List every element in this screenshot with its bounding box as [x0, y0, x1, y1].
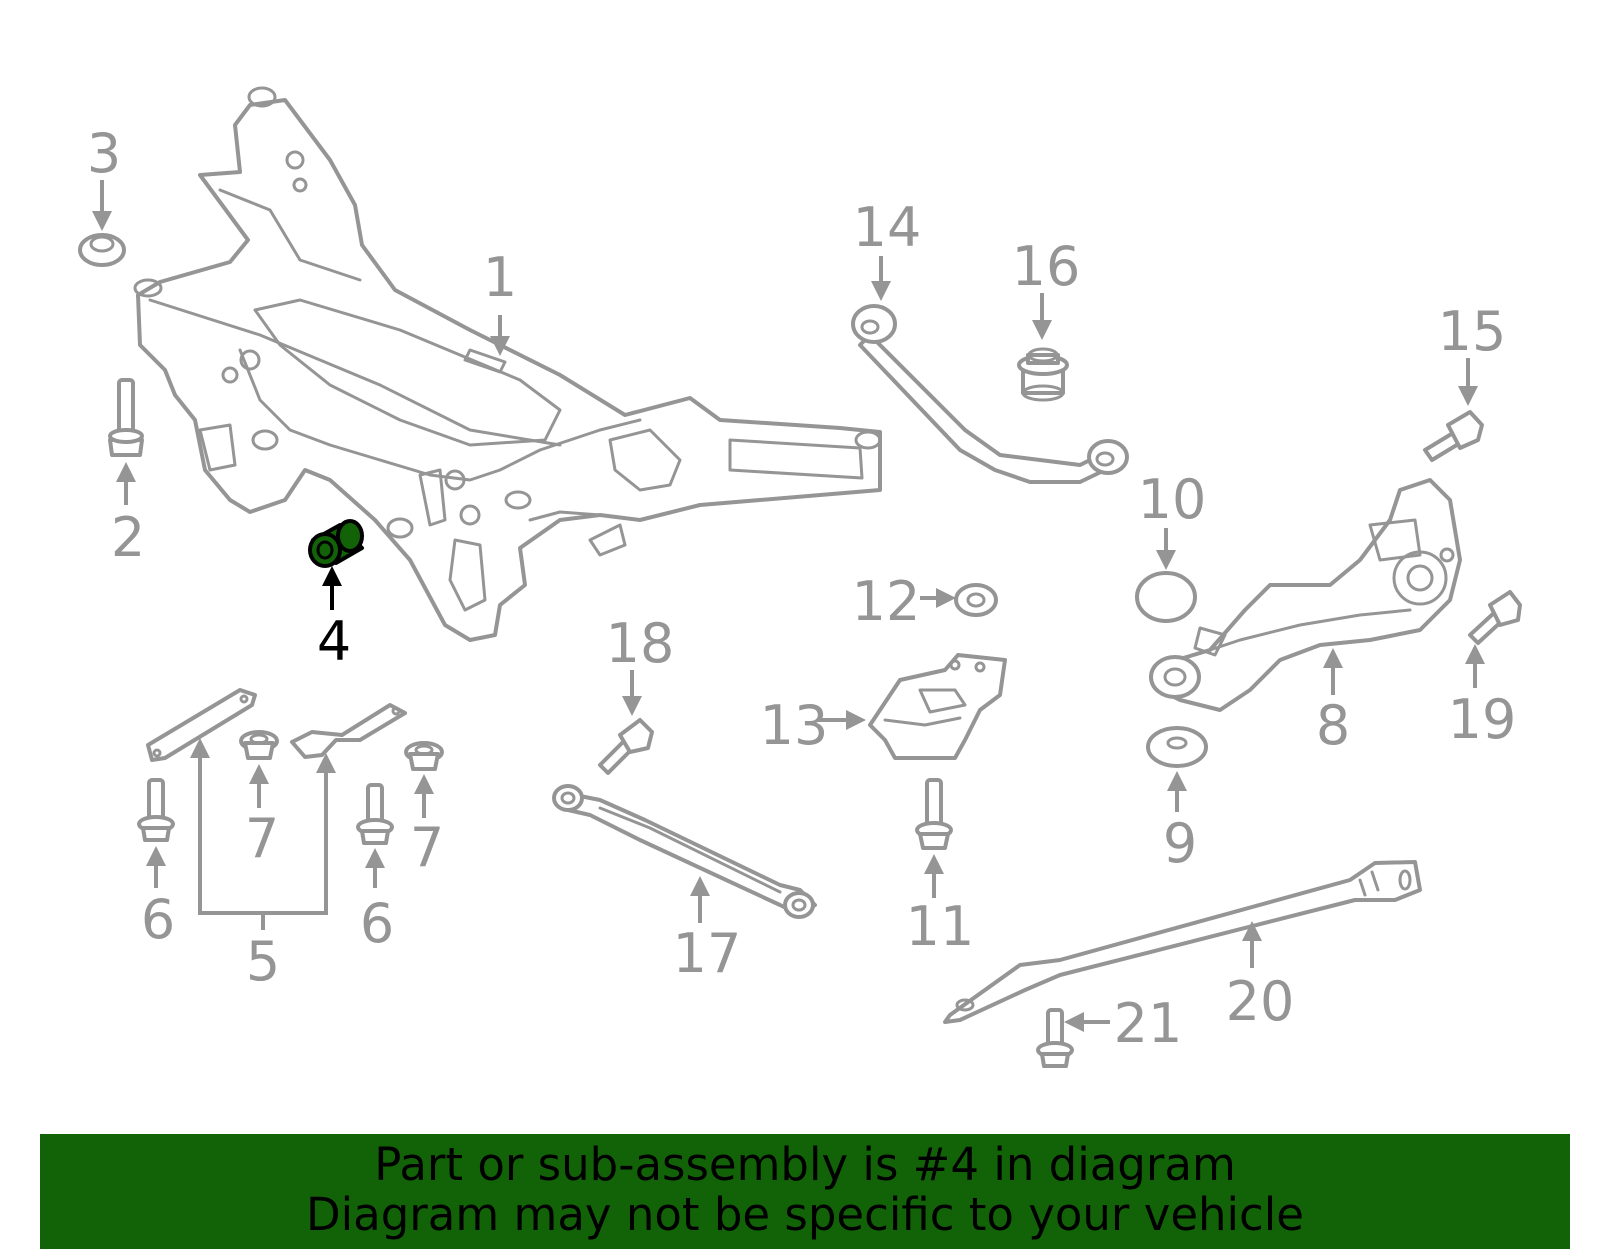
- part-5-bracket-right: [290, 703, 407, 759]
- callout-16: 16: [1012, 235, 1081, 298]
- callout-21: 21: [1114, 992, 1183, 1055]
- callout-12: 12: [852, 570, 921, 633]
- callout-19: 19: [1448, 688, 1517, 751]
- callout-2: 2: [111, 506, 145, 569]
- banner-line-2: Diagram may not be specific to your vehi…: [306, 1188, 1304, 1241]
- part-6-bolt-right: [356, 783, 394, 845]
- banner-line-1: Part or sub-assembly is #4 in diagram: [374, 1138, 1236, 1191]
- part-14-upper-arm: [851, 304, 1129, 484]
- part-1-subframe: [133, 86, 882, 642]
- callout-17: 17: [673, 922, 742, 985]
- callout-20: 20: [1226, 970, 1295, 1033]
- leader-lines: [92, 180, 1485, 1032]
- part-17-lower-link: [552, 784, 817, 919]
- part-10-plug: [1135, 571, 1197, 623]
- part-15-bolt: [1423, 410, 1484, 462]
- callout-18: 18: [606, 612, 675, 675]
- callout-9: 9: [1163, 812, 1197, 875]
- part-7-nut-left: [239, 730, 279, 760]
- callout-14: 14: [853, 196, 922, 259]
- part-12-washer: [954, 583, 998, 617]
- callout-10: 10: [1138, 468, 1207, 531]
- part-7-nut-right: [404, 741, 444, 771]
- part-16-mount: [1017, 347, 1069, 402]
- callout-labels: 1 2 3 4 5 6 6 7 7 8 9 10 11 12 13 14 15 …: [87, 122, 1517, 1055]
- part-20-lateral-link: [943, 860, 1422, 1024]
- part-8-knuckle-trailing-arm: [1149, 478, 1462, 712]
- part-2-bolt: [108, 378, 144, 457]
- callout-6-left: 6: [141, 888, 175, 951]
- callout-7-right: 7: [410, 816, 444, 879]
- callout-11: 11: [906, 895, 975, 958]
- part-9-washer: [1146, 726, 1208, 768]
- info-banner: Part or sub-assembly is #4 in diagram Di…: [40, 1134, 1570, 1249]
- part-6-bolt-left: [137, 778, 175, 842]
- part-5-bracket-left: [146, 688, 257, 762]
- part-18-bolt: [598, 718, 654, 775]
- callout-7-left: 7: [245, 807, 279, 870]
- part-13-bracket-plate: [868, 653, 1007, 760]
- part-21-bolt: [1036, 1008, 1074, 1068]
- part-19-bolt: [1468, 590, 1522, 645]
- callout-1: 1: [483, 246, 517, 309]
- callout-15: 15: [1438, 300, 1507, 363]
- callout-4-highlighted: 4: [317, 610, 351, 673]
- part-4-bushing-highlighted: [308, 519, 364, 568]
- callout-3: 3: [87, 122, 121, 185]
- callout-13: 13: [760, 694, 829, 757]
- callout-6-right: 6: [360, 892, 394, 955]
- callout-8: 8: [1316, 694, 1350, 757]
- part-3-washer: [78, 233, 126, 267]
- callout-5: 5: [246, 930, 280, 993]
- part-11-bolt: [915, 778, 953, 850]
